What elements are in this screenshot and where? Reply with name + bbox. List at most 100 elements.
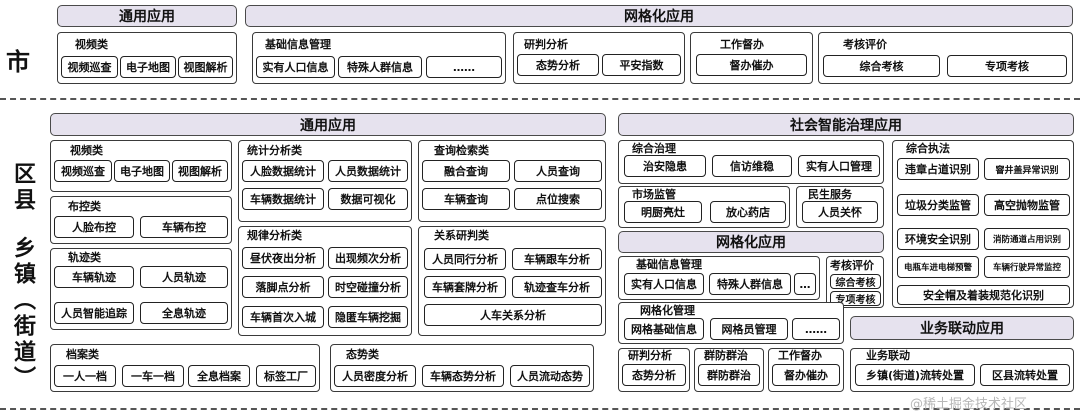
county-stats-label: 统计分析类	[247, 144, 302, 157]
county-archive-label: 档案类	[66, 348, 99, 361]
county-deploy-label: 布控类	[68, 200, 101, 213]
county-comp-gov-item: 治安隐患	[624, 155, 706, 177]
separator-bottom	[0, 408, 1080, 410]
county-prevention-item: 群防群治	[698, 364, 760, 386]
city-general-banner: 通用应用	[57, 5, 237, 27]
city-basic-info-label: 基础信息管理	[265, 38, 331, 51]
county-pattern-item: 昼伏夜出分析	[242, 247, 324, 269]
county-archive-item: 一车一档	[122, 365, 184, 387]
county-situation-item: 车辆态势分析	[422, 365, 504, 387]
county-linkage-label: 业务联动	[866, 349, 910, 362]
county-stats-item: 人脸数据统计	[242, 160, 324, 182]
county-grid-mgmt-item: 网格基础信息	[624, 318, 704, 340]
county-relation-item: 轨迹查车分析	[512, 276, 602, 298]
county-track-item: 全息轨迹	[140, 302, 228, 324]
county-supervise-label: 工作督办	[778, 349, 822, 362]
county-market-item: 明厨亮灶	[624, 201, 702, 223]
county-video-label: 视频类	[70, 144, 103, 157]
county-assessment-item: 综合考核	[830, 274, 881, 289]
county-track-item: 人员智能追踪	[54, 302, 134, 324]
city-analysis-item: 平安指数	[602, 54, 681, 76]
county-law-item: 安全帽及着装规范化识别	[897, 285, 1070, 305]
county-linkage-item: 乡镇(街道)流转处置	[855, 364, 975, 386]
county-archive-item: 全息档案	[188, 365, 250, 387]
county-archive-item: 一人一档	[54, 365, 116, 387]
city-video-item: 视频巡查	[61, 56, 118, 78]
county-basic-info-item: …	[794, 273, 816, 295]
county-law-item: 违章占道识别	[897, 158, 979, 180]
county-archive-item: 标签工厂	[256, 365, 316, 387]
county-analysis-item: 态势分析	[622, 364, 686, 386]
county-grid-mgmt-item: 网格员管理	[710, 318, 788, 340]
county-law-item: 高空抛物监管	[984, 194, 1070, 216]
county-pattern-item: 车辆首次入城	[242, 306, 324, 328]
county-linkage-item: 区县流转处置	[980, 364, 1070, 386]
county-law-item: 车辆行驶异常监控	[984, 256, 1070, 278]
county-stats-item: 人员数据统计	[328, 160, 408, 182]
county-relation-item: 车辆跟车分析	[512, 248, 602, 270]
county-query-label: 查询检索类	[434, 144, 489, 157]
city-supervise-item: 督办催办	[696, 54, 807, 76]
county-market-label: 市场监管	[632, 188, 676, 201]
city-analysis-item: 态势分析	[517, 54, 599, 76]
city-assessment-item: 专项考核	[947, 55, 1067, 77]
county-comp-gov-item: 实有人口管理	[798, 155, 880, 177]
county-track-label: 轨迹类	[68, 251, 101, 264]
city-supervise-label: 工作督办	[720, 38, 764, 51]
county-relation-item: 车辆套牌分析	[424, 276, 506, 298]
county-grid-mgmt-item: ……	[792, 318, 840, 340]
city-video-label: 视频类	[75, 38, 108, 51]
county-grid-mgmt-label: 网格化管理	[640, 304, 695, 317]
city-basic-info-item: 实有人口信息	[256, 56, 335, 78]
county-situation-label: 态势类	[346, 348, 379, 361]
county-situation-item: 人员密度分析	[334, 365, 416, 387]
separator-top	[0, 98, 1080, 100]
county-pattern-item: 出现频次分析	[328, 247, 408, 269]
county-side-label: 区县	[10, 162, 35, 214]
county-track-item: 人员轨迹	[140, 266, 228, 288]
county-law-item: 垃圾分类监管	[897, 194, 979, 216]
county-deploy-item: 人脸布控	[54, 216, 134, 238]
county-pattern-label: 规律分析类	[247, 229, 302, 242]
county-stats-item: 车辆数据统计	[242, 188, 324, 210]
county-grid-banner: 网格化应用	[618, 231, 884, 253]
county-basic-info-label: 基础信息管理	[636, 258, 702, 271]
county-video-item: 视图解析	[172, 160, 228, 182]
city-analysis-label: 研判分析	[524, 38, 568, 51]
county-linkage-banner: 业务联动应用	[850, 316, 1074, 340]
city-basic-info-item: ……	[426, 56, 502, 78]
watermark: @稀土掘金技术社区	[910, 397, 1028, 412]
county-relation-item: 人员同行分析	[424, 248, 506, 270]
county-analysis-label: 研判分析	[628, 349, 672, 362]
county-comp-gov-item: 信访维稳	[712, 155, 792, 177]
county-law-item: 消防通道占用识别	[984, 228, 1070, 250]
county-query-item: 车辆查询	[422, 188, 510, 210]
county-social-banner: 社会智能治理应用	[618, 113, 1074, 136]
county-law-label: 综合执法	[906, 142, 950, 155]
county-pattern-item: 时空碰撞分析	[328, 276, 408, 298]
county-video-item: 视频巡查	[54, 160, 112, 182]
city-assessment-item: 综合考核	[823, 55, 940, 77]
county-query-item: 融合查询	[422, 160, 510, 182]
county-assessment-label: 考核评价	[830, 259, 874, 272]
county-video-item: 电子地图	[114, 160, 170, 182]
county-query-item: 点位搜索	[514, 188, 602, 210]
county-relation-item: 人车关系分析	[424, 304, 602, 326]
town-side-label: 乡镇（街道）	[10, 236, 35, 392]
county-situation-item: 人员流动态势	[510, 365, 590, 387]
county-livelihood-label: 民生服务	[808, 188, 852, 201]
city-grid-banner: 网格化应用	[245, 5, 1073, 27]
county-supervise-item: 督办催办	[772, 364, 840, 386]
county-law-item: 窨井盖异常识别	[984, 158, 1070, 180]
city-assessment-label: 考核评价	[843, 38, 887, 51]
city-basic-info-item: 特殊人群信息	[338, 56, 422, 78]
county-track-item: 车辆轨迹	[54, 266, 134, 288]
county-pattern-item: 隐匿车辆挖掘	[328, 306, 408, 328]
county-deploy-item: 车辆布控	[140, 216, 228, 238]
county-prevention-label: 群防群治	[704, 349, 748, 362]
city-video-item: 电子地图	[120, 56, 176, 78]
county-law-item: 电瓶车进电梯预警	[897, 256, 979, 278]
city-video-item: 视图解析	[178, 56, 233, 78]
county-general-banner: 通用应用	[50, 113, 606, 136]
county-livelihood-item: 人员关怀	[802, 201, 878, 223]
